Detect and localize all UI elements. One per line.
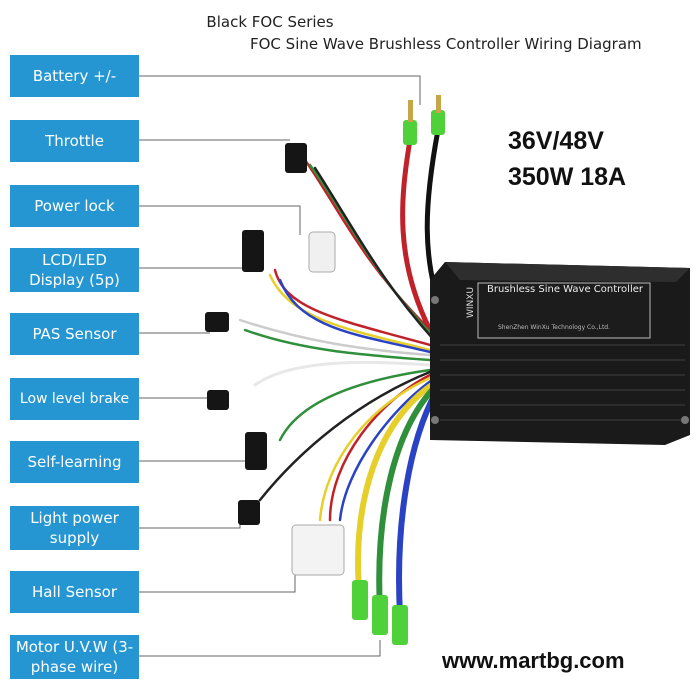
- connector-display: [242, 230, 264, 272]
- wire-throttle-black: [313, 166, 436, 342]
- controller-plate-title: Brushless Sine Wave Controller: [487, 284, 643, 295]
- terminal-motor-w: [392, 605, 408, 645]
- callout-line-light: [139, 515, 241, 529]
- label-pas-sensor: PAS Sensor: [10, 313, 139, 355]
- terminal-black-pin: [436, 95, 441, 113]
- spec-power-current: 350W 18A: [508, 163, 627, 191]
- wire-display-blue: [278, 278, 432, 354]
- wires: [238, 127, 448, 618]
- callout-line-motor: [139, 640, 381, 657]
- terminal-motor-v: [372, 595, 388, 635]
- connector-hall: [291, 524, 345, 576]
- title-line-1: Black FOC Series: [206, 13, 334, 31]
- battery-terminals: [403, 95, 445, 145]
- website-url: www.martbg.com: [442, 648, 625, 673]
- callout-line-power-lock: [139, 205, 301, 235]
- spec-voltage: 36V/48V: [508, 127, 604, 155]
- connector-power-lock: [308, 231, 336, 273]
- controller-screw: [431, 416, 439, 424]
- callout-lines: [139, 75, 421, 657]
- wire-motor-blue: [396, 389, 439, 618]
- wire-motor-green: [376, 385, 437, 613]
- label-power-lock: Power lock: [10, 185, 139, 227]
- wire-hall-red: [328, 373, 432, 522]
- controller-label-plate: [477, 282, 651, 339]
- controller-box: [430, 262, 690, 445]
- connector-brake: [207, 390, 229, 410]
- controller-screw: [431, 296, 439, 304]
- label-low-level-brake: Low level brake: [10, 378, 139, 420]
- controller-maker: ShenZhen WinXu Technology Co.,Ltd.: [498, 324, 611, 331]
- controller-top-edge: [445, 262, 690, 282]
- label-throttle: Throttle: [10, 120, 139, 162]
- terminal-red-insulator: [403, 120, 417, 145]
- wire-self-learning-green: [278, 368, 432, 442]
- terminal-red-pin: [408, 100, 413, 122]
- connector-pas: [205, 312, 229, 332]
- wire-pas-white: [238, 318, 432, 357]
- wire-pas-green: [243, 328, 432, 362]
- wire-motor-yellow: [355, 382, 435, 603]
- label-self-learning: Self-learning: [10, 441, 139, 483]
- wire-display-yellow: [268, 273, 432, 352]
- label-light-power-supply: Light power supply: [10, 506, 139, 550]
- wire-hall-blue: [338, 378, 434, 522]
- label-battery: Battery +/-: [10, 55, 139, 97]
- callout-line-battery: [139, 75, 421, 105]
- controller-brand: WINXU: [466, 286, 476, 318]
- title-line-2: FOC Sine Wave Brushless Controller Wirin…: [250, 35, 642, 53]
- wire-battery-red: [400, 137, 433, 333]
- terminal-motor-u: [352, 580, 368, 620]
- callout-line-hall: [139, 575, 296, 593]
- controller-screw: [681, 416, 689, 424]
- motor-terminals: [352, 580, 408, 645]
- terminal-black-insulator: [431, 110, 445, 135]
- wire-light-black: [258, 370, 432, 502]
- label-display: LCD/LED Display (5p): [10, 248, 139, 292]
- wire-brake-white: [253, 360, 432, 387]
- label-motor-uvw: Motor U.V.W (3-phase wire): [10, 635, 139, 679]
- controller-fins: [440, 344, 685, 421]
- connector-throttle: [285, 143, 307, 173]
- connector-light: [238, 500, 260, 525]
- wire-hall-yellow: [318, 376, 432, 522]
- connectors: [205, 143, 345, 576]
- label-hall-sensor: Hall Sensor: [10, 571, 139, 613]
- connector-self-learning: [245, 432, 267, 470]
